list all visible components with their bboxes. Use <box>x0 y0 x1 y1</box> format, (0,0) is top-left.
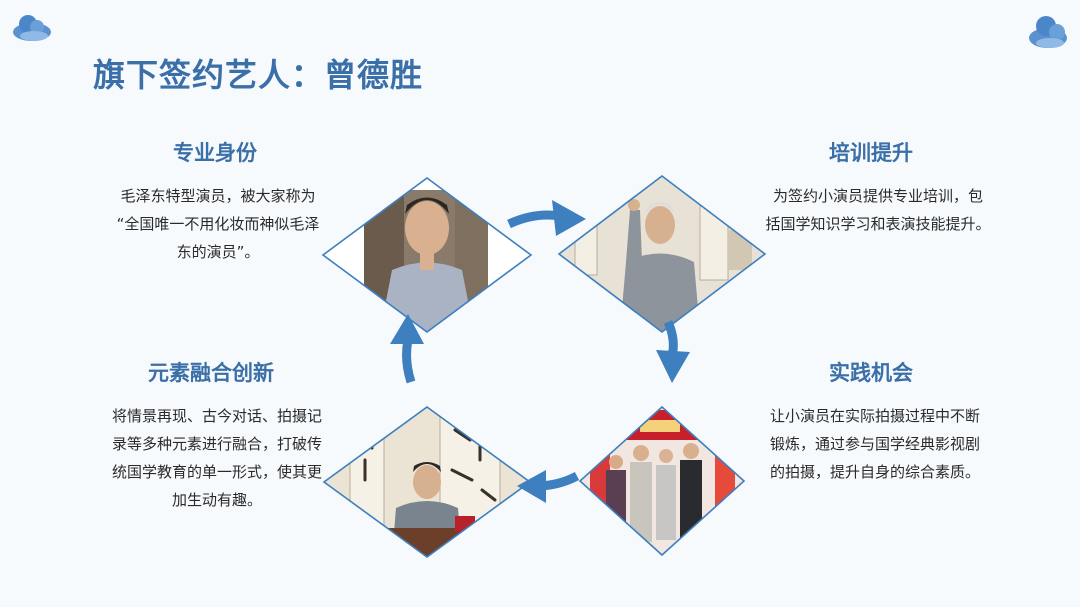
text-line: 为签约小演员提供专业培训，包 <box>772 187 983 205</box>
text-line: 东的演员”。 <box>176 243 260 261</box>
text-line: 括国学知识学习和表演技能提升。 <box>765 215 991 233</box>
arrow-right-icon <box>507 200 586 236</box>
text-line: “全国唯一不用化妆而神似毛泽 <box>116 215 320 233</box>
heading-identity: 专业身份 <box>173 141 257 165</box>
arrow-down-icon <box>656 320 690 383</box>
text-line: 的拍摄，提升自身的综合素质。 <box>769 463 980 481</box>
waving-photo <box>557 174 767 334</box>
arrow-up-icon <box>390 314 424 384</box>
cloud-icon-top-right <box>1029 16 1067 48</box>
cloud-icon-top-left <box>13 15 51 41</box>
text-line: 录等多种元素进行融合，打破传 <box>111 435 322 453</box>
text-practice: 让小演员在实际拍摄过程中不断 锻炼，通过参与国学经典影视剧 的拍摄，提升自身的综… <box>752 402 998 486</box>
portrait-photo <box>321 177 533 333</box>
text-line: 毛泽东特型演员，被大家称为 <box>120 187 316 205</box>
event-photo <box>578 405 746 557</box>
page-title: 旗下签约艺人：曾德胜 <box>93 56 424 94</box>
heading-training: 培训提升 <box>829 141 913 165</box>
heading-fusion: 元素融合创新 <box>148 361 274 385</box>
text-line: 统国学教育的单一形式，使其更 <box>111 463 322 481</box>
calligraphy-photo <box>322 406 532 558</box>
text-fusion: 将情景再现、古今对话、拍摄记 录等多种元素进行融合，打破传 统国学教育的单一形式… <box>92 402 342 514</box>
text-line: 让小演员在实际拍摄过程中不断 <box>769 407 980 425</box>
text-line: 锻炼，通过参与国学经典影视剧 <box>769 435 980 453</box>
text-identity: 毛泽东特型演员，被大家称为 “全国唯一不用化妆而神似毛泽 东的演员”。 <box>100 182 336 266</box>
text-line: 加生动有趣。 <box>171 491 262 509</box>
text-training: 为签约小演员提供专业培训，包 括国学知识学习和表演技能提升。 <box>748 182 1008 238</box>
heading-practice: 实践机会 <box>829 361 913 385</box>
text-line: 将情景再现、古今对话、拍摄记 <box>111 407 322 425</box>
arrow-left-icon <box>517 470 580 503</box>
